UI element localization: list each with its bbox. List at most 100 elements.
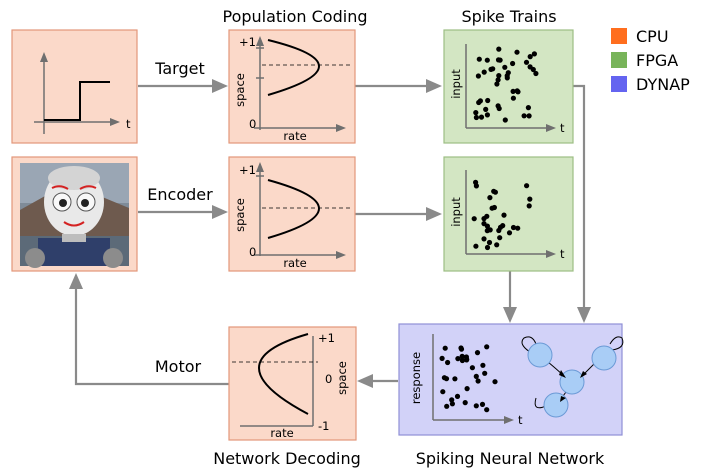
coding-top-ymin: 0	[249, 117, 256, 131]
spike-dot	[482, 370, 488, 376]
population-coding-title: Population Coding	[222, 7, 367, 26]
spike-dot	[459, 353, 465, 359]
legend-cpu-swatch	[611, 28, 627, 44]
network-decoding-box: +1 0 -1 space rate	[228, 326, 357, 441]
spike-dot	[441, 375, 447, 381]
spike-dot	[491, 204, 497, 211]
spike-dot	[483, 106, 489, 112]
spike-dot	[481, 69, 487, 75]
spike-dot	[445, 359, 451, 366]
spike-dot	[458, 346, 465, 352]
spike-dot	[484, 228, 490, 234]
spike-dot	[533, 70, 539, 77]
spike-dot	[523, 59, 530, 65]
spike-dot	[439, 355, 445, 361]
flow-arrows	[69, 79, 591, 388]
spike-dot	[488, 66, 494, 72]
neuron-cluster-icon	[521, 336, 624, 418]
snn-xlabel: t	[518, 413, 523, 427]
spike-dot	[484, 57, 490, 63]
spike-dot	[484, 344, 490, 350]
spike-trains-title: Spike Trains	[461, 7, 556, 26]
motor-label: Motor	[155, 357, 202, 376]
decode-ylabel: space	[335, 361, 349, 395]
spike-dot	[502, 117, 508, 123]
spike-dot	[515, 225, 521, 231]
spike-dot	[449, 397, 455, 403]
decode-ymin: -1	[318, 419, 329, 433]
spike-dot	[506, 230, 513, 236]
spike-dot	[473, 110, 479, 116]
spike-dot	[478, 114, 485, 120]
spike-dot	[510, 95, 516, 101]
robot-face-image	[20, 163, 129, 268]
spike-dot	[479, 401, 486, 407]
spike-dot	[469, 365, 475, 371]
encoder-label: Encoder	[147, 185, 213, 204]
spike-dot	[491, 188, 497, 194]
spike-dot	[497, 57, 503, 63]
legend-dynap-swatch	[611, 76, 627, 92]
spike-dot	[475, 378, 481, 384]
spike-dot	[530, 66, 536, 73]
decode-ymid: 0	[325, 372, 332, 386]
spike-top-ylabel: input	[449, 69, 463, 99]
spike-dot	[452, 376, 458, 382]
spike-dot	[473, 373, 479, 379]
spike-dot	[497, 235, 503, 241]
spike-dot	[484, 407, 490, 413]
spike-dot	[476, 56, 482, 62]
legend: CPU FPGA DYNAP	[611, 27, 690, 94]
coding-mid-xlabel: rate	[283, 256, 306, 270]
spike-dot	[464, 386, 470, 392]
spike-dots-mid	[471, 179, 533, 251]
spike-dot	[442, 345, 448, 351]
spike-dot	[440, 389, 446, 395]
spike-trains-top-box: input t	[443, 29, 574, 144]
spike-dot	[494, 81, 500, 87]
decode-xlabel: rate	[270, 426, 293, 440]
spike-dot	[487, 195, 493, 201]
spike-dot	[527, 54, 533, 60]
robot-box	[11, 156, 138, 272]
legend-cpu-label: CPU	[636, 27, 669, 46]
spike-dot	[527, 196, 533, 202]
spike-dot	[514, 88, 520, 94]
legend-fpga-swatch	[611, 52, 627, 68]
coding-top-ymax: +1	[239, 35, 256, 49]
spike-dot	[524, 183, 530, 189]
spike-dots-snn	[439, 344, 498, 413]
spike-dot	[514, 49, 520, 55]
spike-dot	[501, 212, 507, 218]
spike-dot	[496, 46, 502, 52]
spike-dot	[473, 243, 479, 249]
target-label: Target	[154, 59, 205, 78]
spike-dot	[494, 242, 500, 248]
snn-ylabel: response	[409, 352, 423, 404]
spike-dot	[474, 350, 481, 356]
spike-dot	[454, 393, 461, 399]
spike-dot	[496, 105, 502, 112]
population-coding-top-box: +1 0 space rate	[228, 29, 356, 144]
coding-top-xlabel: rate	[283, 129, 306, 143]
spike-dot	[462, 400, 468, 406]
spike-dot	[444, 403, 450, 409]
target-step-box: t	[11, 29, 138, 144]
spike-dot	[484, 223, 490, 229]
spike-dot	[485, 97, 491, 104]
spike-dot	[476, 99, 482, 106]
spike-dots-top	[473, 46, 539, 123]
spike-dot	[509, 60, 516, 67]
coding-mid-ylabel: space	[233, 198, 247, 232]
spike-dot	[473, 179, 479, 185]
spike-dot	[526, 203, 532, 209]
spiking-neural-network-title: Spiking Neural Network	[416, 449, 605, 468]
spike-dot	[504, 75, 510, 81]
spike-dot	[496, 73, 502, 79]
spike-dot	[510, 88, 516, 94]
snn-box: response t	[398, 323, 624, 436]
spike-dot	[526, 113, 532, 119]
spike-dot	[484, 244, 491, 251]
spike-dot	[473, 114, 479, 121]
